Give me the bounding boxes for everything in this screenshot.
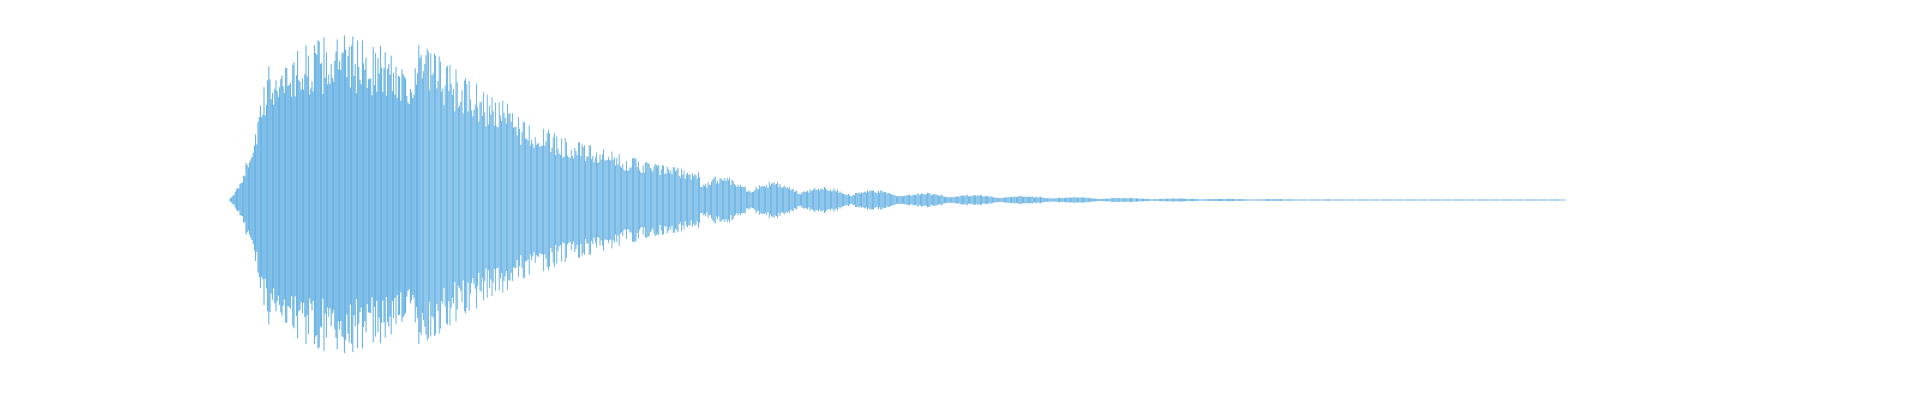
waveform-bars bbox=[228, 35, 1566, 354]
